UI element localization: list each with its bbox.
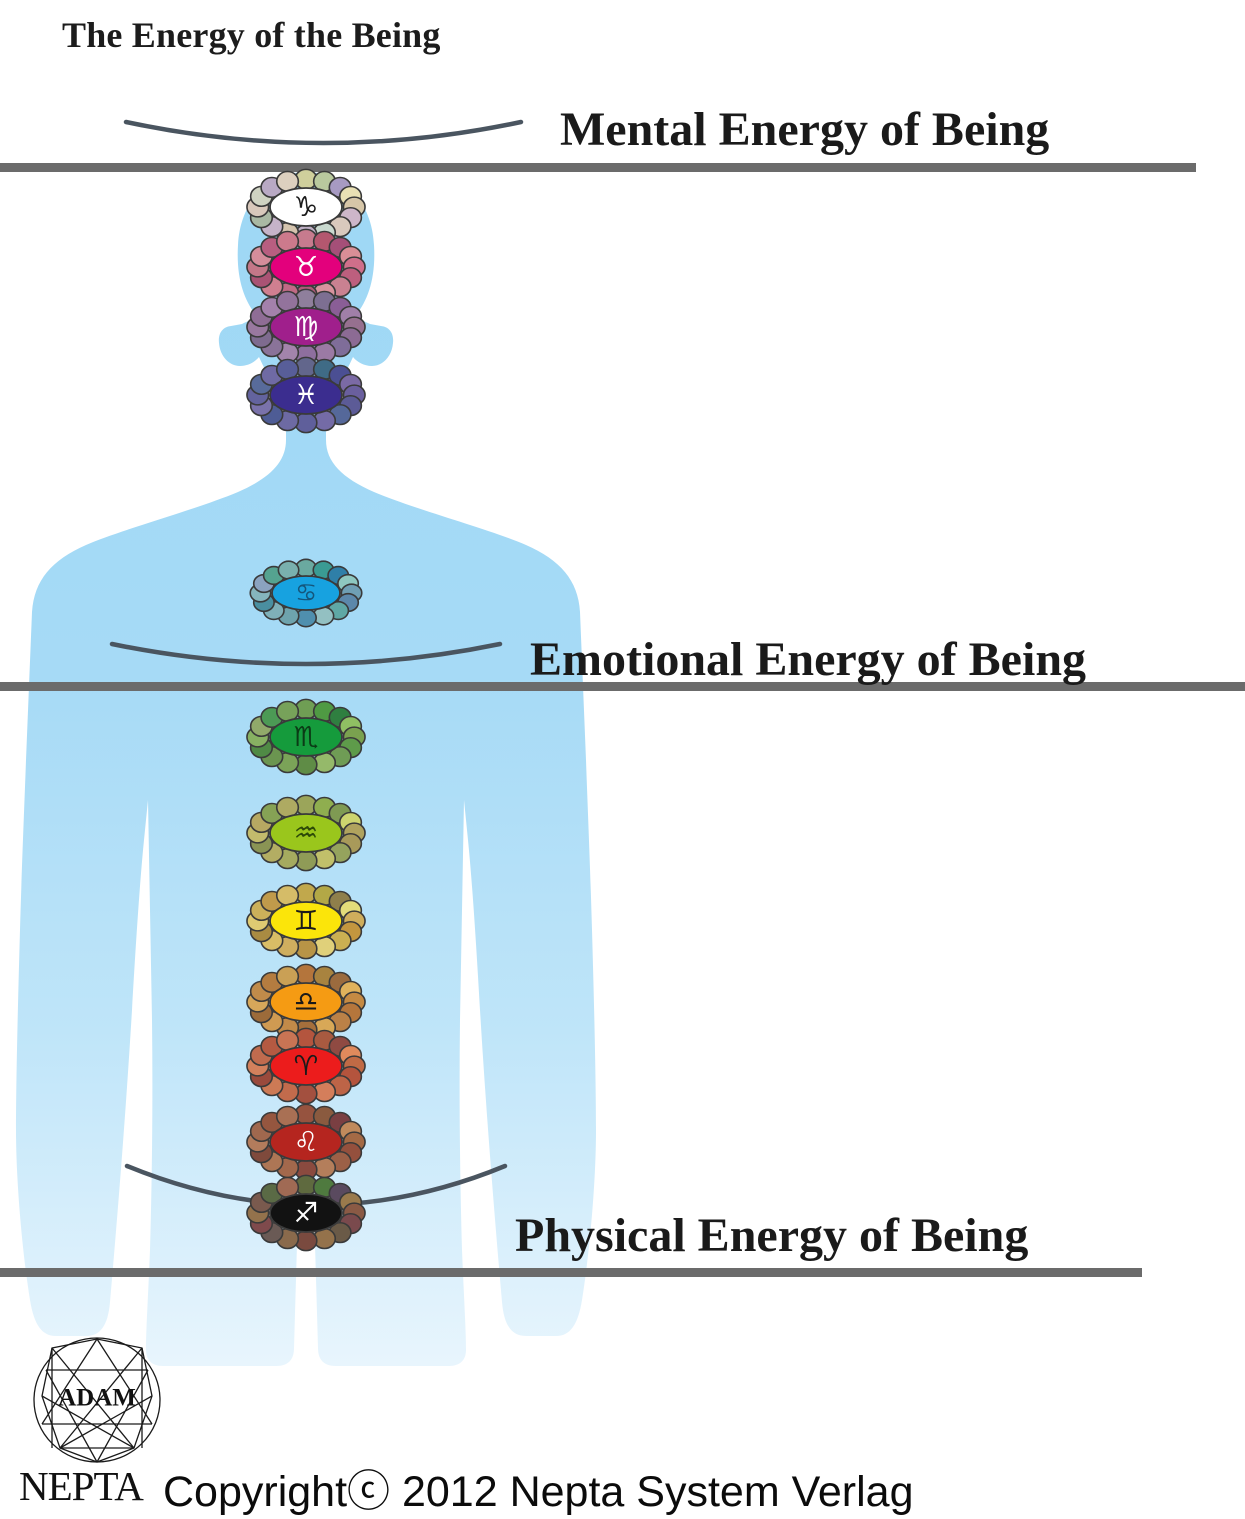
chakra-leo: ♌ bbox=[246, 1103, 366, 1181]
band-label-mental: Mental Energy of Being bbox=[560, 103, 1050, 156]
chakra-aquarius: ♒ bbox=[246, 794, 366, 872]
zodiac-glyph-cancer: ♋ bbox=[295, 578, 317, 607]
chakra-center-virgo bbox=[269, 307, 343, 347]
chakra-center-aquarius bbox=[269, 813, 343, 853]
chakra-center-capricorn bbox=[269, 187, 343, 227]
chakra-center-pisces bbox=[269, 375, 343, 415]
chakra-center-sagittarius bbox=[269, 1193, 343, 1233]
zodiac-glyph-sagittarius: ♐ bbox=[294, 1196, 319, 1229]
chakra-center-gemini bbox=[269, 901, 343, 941]
chakra-aries: ♈ bbox=[246, 1027, 366, 1105]
svg-text:ADAM: ADAM bbox=[58, 1385, 136, 1412]
chakra-scorpio: ♏ bbox=[246, 698, 366, 776]
page-title: The Energy of the Being bbox=[62, 15, 441, 55]
adam-logo: ADAM bbox=[22, 1336, 172, 1466]
band-arc-emotional bbox=[109, 641, 503, 667]
zodiac-glyph-leo: ♌ bbox=[294, 1125, 319, 1158]
band-rule-mental bbox=[0, 163, 1196, 172]
chakra-center-leo bbox=[269, 1122, 343, 1162]
band-label-physical: Physical Energy of Being bbox=[515, 1209, 1029, 1262]
chakra-center-aries bbox=[269, 1046, 343, 1086]
band-rule-emotional bbox=[0, 682, 1245, 691]
chakra-center-taurus bbox=[269, 247, 343, 287]
zodiac-glyph-aries: ♈ bbox=[294, 1049, 319, 1082]
zodiac-glyph-scorpio: ♏ bbox=[294, 720, 319, 753]
copyright-notice: Copyrightⓒ 2012 Nepta System Verlag bbox=[163, 1468, 914, 1516]
zodiac-glyph-gemini: ♊ bbox=[294, 904, 319, 937]
band-rule-physical bbox=[0, 1268, 1142, 1277]
band-label-emotional: Emotional Energy of Being bbox=[530, 633, 1087, 686]
chakra-virgo: ♍ bbox=[246, 288, 366, 366]
zodiac-glyph-taurus: ♉ bbox=[294, 250, 319, 283]
chakra-taurus: ♉ bbox=[246, 228, 366, 306]
nepta-wordmark: NEPTA bbox=[19, 1463, 144, 1509]
chakra-pisces: ♓ bbox=[246, 356, 366, 434]
chakra-center-cancer bbox=[271, 575, 341, 611]
chakra-group: ♑ ♉ ♍ ♓ ♋ ♏ ♒ ♊ ♎ ♈ ♌ ♐ bbox=[246, 168, 366, 1252]
zodiac-glyph-libra: ♎ bbox=[294, 985, 319, 1018]
zodiac-glyph-capricorn: ♑ bbox=[294, 190, 319, 223]
chakra-center-scorpio bbox=[269, 717, 343, 757]
band-arc-mental bbox=[123, 119, 524, 146]
zodiac-glyph-virgo: ♍ bbox=[294, 310, 319, 343]
zodiac-glyph-pisces: ♓ bbox=[294, 378, 319, 411]
chakra-gemini: ♊ bbox=[246, 882, 366, 960]
chakra-cancer: ♋ bbox=[249, 558, 363, 628]
chakra-center-libra bbox=[269, 982, 343, 1022]
chakra-sagittarius: ♐ bbox=[246, 1174, 366, 1252]
zodiac-glyph-aquarius: ♒ bbox=[294, 816, 319, 849]
